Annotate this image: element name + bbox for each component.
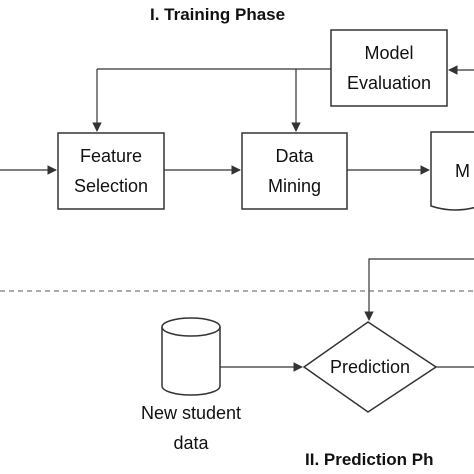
feature-selection-label-line1: Feature xyxy=(79,146,143,166)
feature-selection-box xyxy=(57,132,165,210)
new-student-data-label-line1: New student xyxy=(140,403,242,423)
prediction-diamond xyxy=(302,321,438,413)
model-evaluation-label-line1: Model xyxy=(364,43,414,63)
data-mining-label-line2: Mining xyxy=(267,176,322,196)
model-evaluation-box xyxy=(330,29,448,107)
arrow-model-to-prediction xyxy=(364,258,474,321)
new-student-data-label-line2: data xyxy=(173,433,209,453)
prediction-phase-heading: II. Prediction Ph xyxy=(305,450,434,469)
prediction-label: Prediction xyxy=(329,357,411,377)
model-store-label: M xyxy=(455,161,470,181)
new-student-data-cylinder xyxy=(161,317,221,396)
data-mining-label-line1: Data xyxy=(275,146,314,166)
model-evaluation-label-line2: Evaluation xyxy=(346,73,432,93)
training-phase-heading: I. Training Phase xyxy=(150,5,286,24)
feature-selection-label-line2: Selection xyxy=(73,176,149,196)
data-mining-box xyxy=(241,132,348,210)
